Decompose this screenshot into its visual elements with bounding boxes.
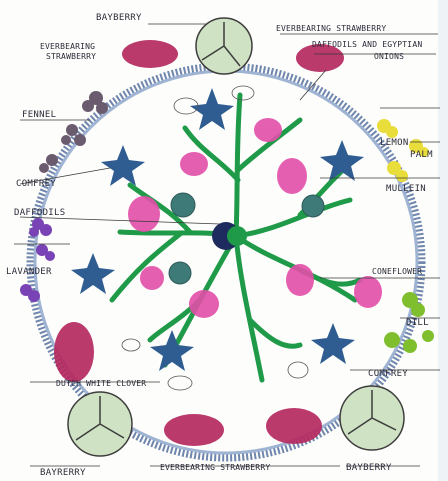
label-everbearing-left-1: EVERBEARING [40,42,95,51]
teal-plant [171,193,195,217]
label-bayrerry-bottom-left: BAYRERRY [40,468,86,478]
strawberry-patch-bottom-right [266,408,322,444]
fennel-group [39,91,108,173]
star-plant [320,140,364,181]
label-lavander: LAVANDER [6,267,52,277]
branch-west-lower [112,234,180,300]
pink-plant [180,152,208,176]
pink-plant [277,158,307,194]
label-comfrey-right: COMFREY [368,369,408,379]
label-coneflower: CONEFLOWER [372,267,422,276]
label-bayberry-bottom-right: BAYBERRY [346,463,392,473]
stone [288,362,308,378]
pink-plant [189,290,219,318]
bayberry-bottom-right [340,386,404,450]
label-dill: DILL [406,318,429,328]
star-plant [311,323,355,364]
teal-plant [169,262,191,284]
branch-south [236,236,262,380]
pink-plant [128,196,160,232]
label-palm: PALM [410,150,433,160]
strawberry-patch-top-left [122,40,178,68]
pink-plant [254,118,282,142]
label-daffodils-left: DAFFODILS [14,208,65,218]
label-everbearing-strawberry-bottom: EVERBEARING STRAWBERRY [160,463,270,472]
label-everbearing-left-2: STRAWBERRY [46,52,96,61]
label-daffodils-egyptian-1: DAFFODILS AND EGYPTIAN [312,40,422,49]
center-green-disc [227,226,247,246]
label-fennel: FENNEL [22,110,56,120]
pink-plant [354,276,382,308]
strawberry-patch-left [54,322,94,382]
star-plant [71,253,115,294]
label-everbearing-strawberry-top: EVERBEARING STRAWBERRY [276,24,386,33]
branch-east [236,200,350,236]
star-plant [101,145,145,186]
label-lemon: LEMON [380,138,409,148]
pink-plant [286,264,314,296]
pink-plant [140,266,164,290]
label-dutch-white-clover: DUTCH WHITE CLOVER [56,379,146,388]
teal-plant [302,195,324,217]
label-daffodils-egyptian-2: ONIONS [374,52,404,61]
stone [232,86,254,100]
star-plant [190,88,234,130]
label-bayberry-top: BAYBERRY [96,13,142,23]
strawberry-patch-bottom-left [164,414,224,446]
branch-south-2 [250,320,300,346]
stone [122,339,140,351]
bayberry-top [196,18,252,74]
stone [168,376,192,390]
label-mullein: MULLEIN [386,184,426,194]
bayberry-bottom-left [68,392,132,456]
label-comfrey-left: COMFREY [16,179,56,189]
